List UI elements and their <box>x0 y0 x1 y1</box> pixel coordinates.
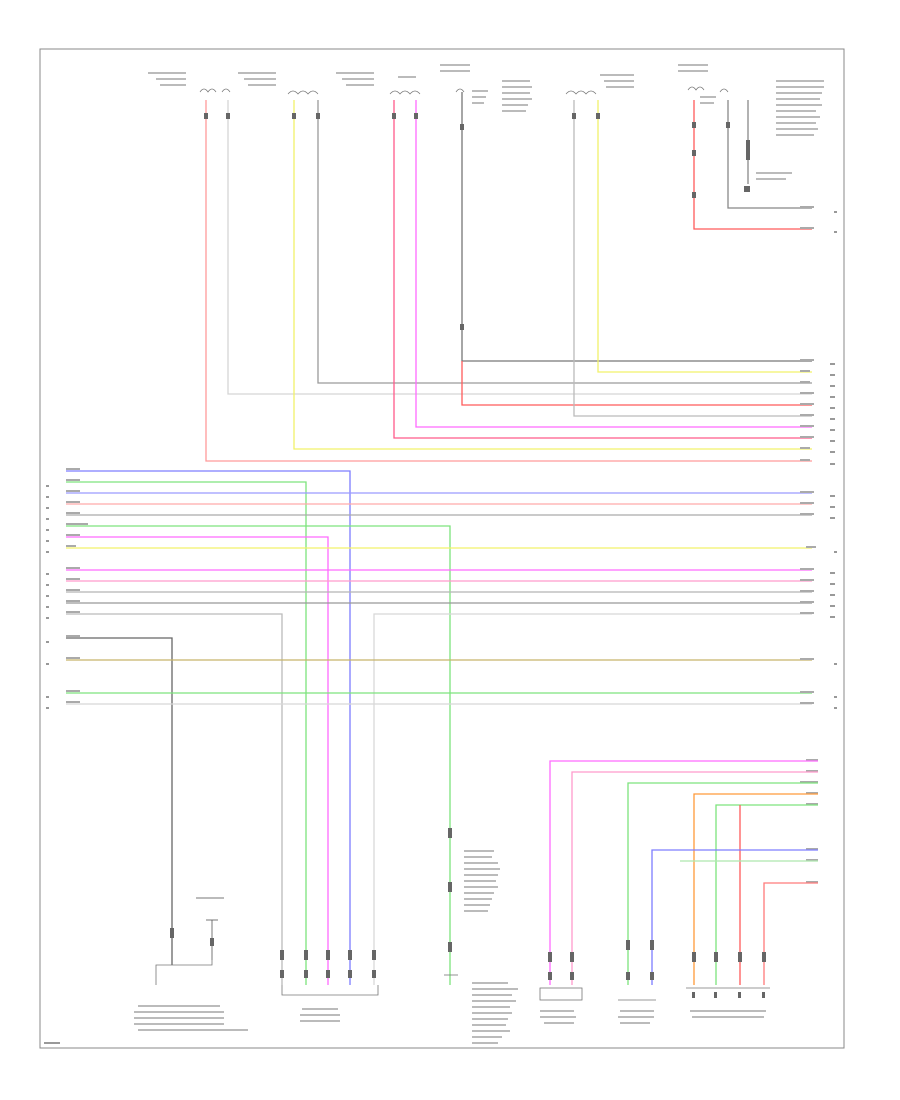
wire-blue-br <box>651 849 818 985</box>
component-module-1 <box>539 987 583 1001</box>
component-left-module <box>155 960 213 985</box>
bus-green-2 <box>66 525 451 985</box>
wire-yellow-1 <box>293 100 812 450</box>
horizontal-bus <box>66 470 812 985</box>
top-vertical-wires <box>205 92 812 462</box>
wire-red-br2 <box>763 882 818 985</box>
wire-red-2 <box>693 100 812 230</box>
bottom-labels <box>134 850 766 1044</box>
wire-magenta-br <box>549 760 818 985</box>
right-wire-codes <box>800 206 818 883</box>
wire-green-br <box>627 782 818 985</box>
component-center-connector <box>281 985 379 996</box>
footer-code-mark <box>44 1042 60 1044</box>
bus-blue-1 <box>66 470 351 985</box>
left-wire-codes <box>66 468 88 703</box>
wire-gray-2 <box>573 100 812 417</box>
left-pin-marks <box>46 485 49 709</box>
wire-pink-left <box>205 100 812 462</box>
bus-green-1 <box>66 481 307 985</box>
wire-darkgray-1 <box>461 92 812 362</box>
bus-darkgray-1 <box>66 637 173 965</box>
wire-lightgray-1 <box>227 100 812 395</box>
bottom-components <box>155 919 770 1001</box>
wire-red-magenta-1 <box>393 100 812 439</box>
bottom-right-wires <box>549 760 818 985</box>
top-labels <box>148 64 824 180</box>
wire-orange-br <box>693 793 818 985</box>
wire-gray-3 <box>727 100 812 209</box>
top-connectors <box>199 86 729 95</box>
connector-markers <box>204 113 750 330</box>
wire-magenta-1 <box>415 100 812 428</box>
bottom-connector-marks <box>170 828 766 998</box>
wire-red-1 <box>461 361 812 406</box>
wire-gray-1 <box>317 100 812 384</box>
bus-gray-4 <box>66 613 283 985</box>
diagram-frame <box>39 48 845 1049</box>
wire-yellow-2 <box>597 100 812 373</box>
bus-magenta-1 <box>66 536 329 985</box>
bus-lightgray-right <box>373 613 812 985</box>
right-pin-marks <box>830 211 837 709</box>
wire-green-br2 <box>715 804 818 985</box>
wire-pink-br <box>571 771 818 985</box>
